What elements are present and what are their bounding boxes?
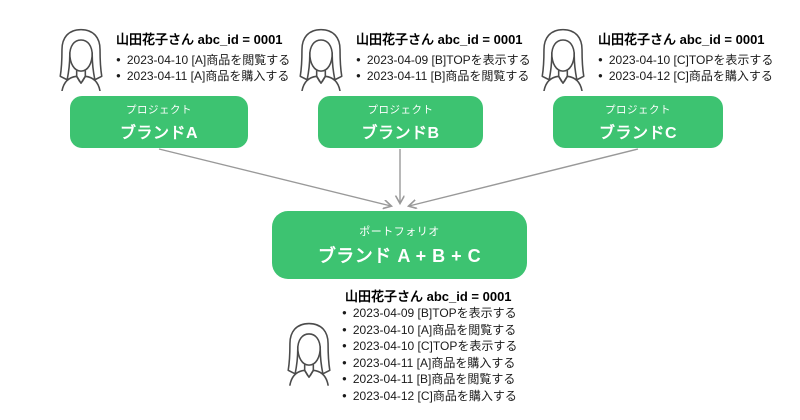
event-list: 2023-04-10 [C]TOPを表示する 2023-04-12 [C]商品を… (598, 52, 774, 84)
user-id-title: 山田花子さん abc_id = 0001 (116, 32, 283, 47)
event-item: 2023-04-09 [B]TOPを表示する (342, 305, 517, 322)
event-item: 2023-04-10 [C]TOPを表示する (598, 52, 774, 68)
woman-avatar-icon (537, 27, 589, 91)
event-item: 2023-04-10 [A]商品を閲覧する (342, 322, 517, 339)
node-subtitle: プロジェクト (126, 103, 192, 116)
event-list: 2023-04-10 [A]商品を閲覧する 2023-04-11 [A]商品を購… (116, 52, 290, 84)
event-item: 2023-04-11 [B]商品を閲覧する (342, 371, 517, 388)
event-item: 2023-04-11 [A]商品を購入する (116, 68, 290, 84)
event-item: 2023-04-11 [B]商品を閲覧する (356, 68, 531, 84)
project-node-brand-b: プロジェクト ブランドB (318, 96, 483, 148)
node-subtitle: プロジェクト (605, 103, 671, 116)
woman-avatar-icon (55, 27, 107, 91)
user-activity-text-a: 山田花子さん abc_id = 0001 2023-04-10 [A]商品を閲覧… (116, 27, 290, 84)
user-id-title: 山田花子さん abc_id = 0001 (345, 289, 512, 304)
user-activity-text-b: 山田花子さん abc_id = 0001 2023-04-09 [B]TOPを表… (356, 27, 531, 84)
node-label: ブランドA (119, 124, 199, 142)
event-list: 2023-04-09 [B]TOPを表示する 2023-04-11 [B]商品を… (356, 52, 531, 84)
user-id-title: 山田花子さん abc_id = 0001 (356, 32, 523, 47)
event-item: 2023-04-11 [A]商品を購入する (342, 355, 517, 372)
node-subtitle: プロジェクト (367, 103, 434, 116)
event-item: 2023-04-10 [C]TOPを表示する (342, 338, 518, 355)
user-activity-group-b: 山田花子さん abc_id = 0001 2023-04-09 [B]TOPを表… (295, 27, 531, 91)
node-label: ブランド A + B + C (317, 245, 482, 266)
arrow-brand-c-to-portfolio (409, 148, 639, 206)
project-node-brand-a: プロジェクト ブランドA (70, 96, 248, 148)
merged-event-list-wrap: 2023-04-09 [B]TOPを表示する 2023-04-10 [A]商品を… (342, 305, 518, 405)
event-item: 2023-04-12 [C]商品を購入する (598, 68, 773, 84)
user-activity-group-a: 山田花子さん abc_id = 0001 2023-04-10 [A]商品を閲覧… (55, 27, 290, 91)
woman-avatar-icon (283, 316, 335, 390)
woman-avatar-icon (295, 27, 347, 91)
node-subtitle: ポートフォリオ (359, 225, 440, 238)
event-item: 2023-04-09 [B]TOPを表示する (356, 52, 531, 68)
project-node-brand-c: プロジェクト ブランドC (553, 96, 723, 148)
user-activity-group-c: 山田花子さん abc_id = 0001 2023-04-10 [C]TOPを表… (537, 27, 773, 91)
event-item: 2023-04-12 [C]商品を購入する (342, 388, 517, 405)
event-item: 2023-04-10 [A]商品を閲覧する (116, 52, 290, 68)
user-activity-text-c: 山田花子さん abc_id = 0001 2023-04-10 [C]TOPを表… (598, 27, 773, 84)
node-label: ブランドC (598, 124, 678, 142)
node-label: ブランドB (361, 124, 440, 142)
user-id-title: 山田花子さん abc_id = 0001 (598, 32, 765, 47)
event-list: 2023-04-09 [B]TOPを表示する 2023-04-10 [A]商品を… (342, 305, 518, 405)
portfolio-node: ポートフォリオ ブランド A + B + C (272, 211, 527, 279)
arrow-brand-a-to-portfolio (158, 148, 391, 206)
